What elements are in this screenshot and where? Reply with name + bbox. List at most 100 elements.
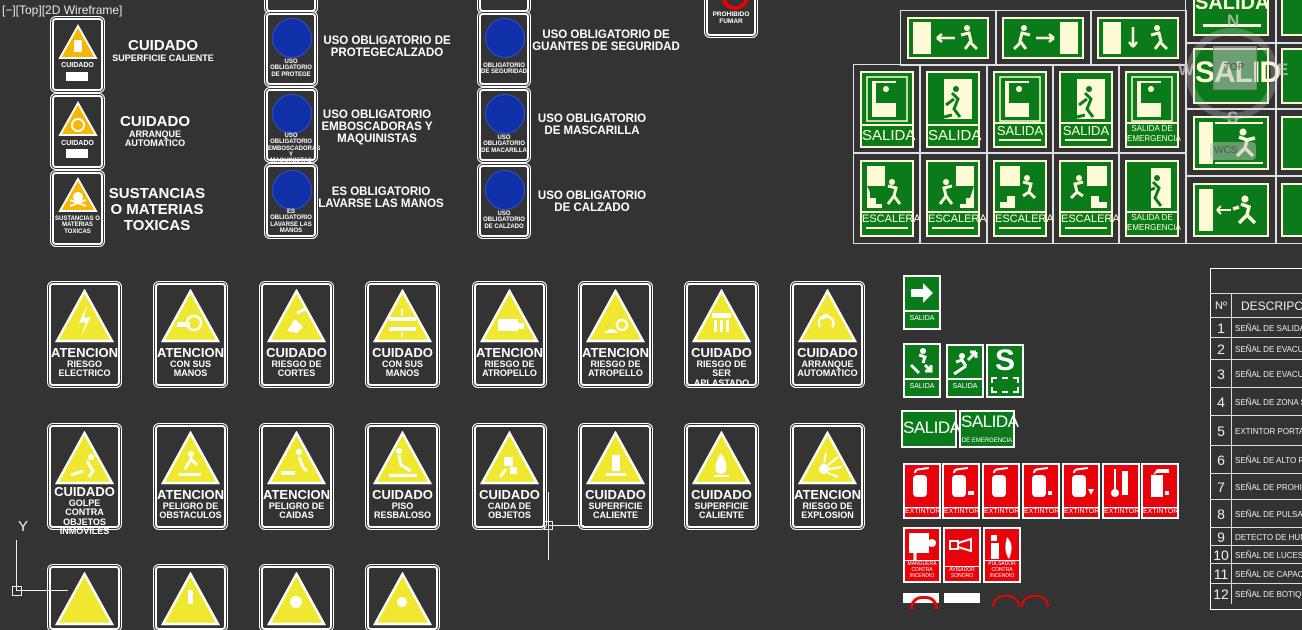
mandatory-sign-card[interactable] xyxy=(266,0,316,12)
viewcube-top-face[interactable] xyxy=(1213,46,1257,90)
exit-sign-door-arrow[interactable] xyxy=(1193,183,1269,237)
safe-zone-sign[interactable]: S xyxy=(986,344,1024,398)
mandatory-sign-card[interactable]: ES OBLIGATORIO LAVARSE LAS MANOS xyxy=(266,165,316,237)
viewcube-north[interactable]: N xyxy=(1227,11,1240,30)
exit-sign-salida[interactable]: SALIDA xyxy=(1059,71,1113,148)
viewcube-east[interactable]: E xyxy=(1277,60,1289,79)
extinguisher-sign[interactable]: EXTINTOR xyxy=(942,463,980,519)
exit-arrow-sign[interactable]: SALIDA xyxy=(903,275,941,330)
mandatory-sign-card[interactable]: USO OBLIGATORIO DE PROTEGE xyxy=(266,13,316,85)
warning-sign-card[interactable] xyxy=(261,566,332,630)
exit-sign-label: SALIDA xyxy=(996,123,1044,138)
viewcube-west[interactable]: W xyxy=(1178,60,1195,79)
exit-grid-cell xyxy=(853,64,921,154)
exit-sign-right[interactable] xyxy=(1002,17,1084,59)
horn-sign[interactable]: AVISADOR SONORO xyxy=(943,527,981,583)
wcs-menu-button[interactable]: WCS xyxy=(1210,142,1256,160)
extinguisher-sign[interactable]: EXTINTOR xyxy=(1062,463,1100,519)
exit-sign-salida-emergencia[interactable]: SALIDA DE EMERGENCIA xyxy=(1125,160,1181,237)
exit-sign-salida[interactable]: SALIDA xyxy=(926,71,981,148)
prohibition-sign-card[interactable]: PROHIBIDO FUMAR xyxy=(706,0,756,36)
exit-sign-partial[interactable] xyxy=(1281,116,1302,170)
exit-stairs-up-sign[interactable]: SALIDA xyxy=(946,344,984,398)
exit-sign-escalera[interactable]: ESCALERA xyxy=(860,160,921,237)
exit-sign-partial[interactable] xyxy=(1281,48,1302,104)
caution-sign-card[interactable]: CUIDADO xyxy=(52,18,103,91)
exit-sign-left[interactable] xyxy=(907,17,989,59)
mandatory-sign-card[interactable]: OBLIGATORIO DE SEGURIDAD xyxy=(479,13,529,85)
exit-sign-salida[interactable]: SALIDA xyxy=(993,71,1047,148)
warning-sign-card[interactable] xyxy=(367,566,438,630)
extinguisher-sign[interactable]: EXTINTOR xyxy=(1141,463,1179,519)
exit-sign-salida-emergencia[interactable]: SALIDA DE EMERGENCIA xyxy=(1125,71,1181,148)
extinguisher-sign[interactable]: EXTINTOR xyxy=(1022,463,1060,519)
mandatory-sign-card[interactable]: USO OBLIGATORIO EMBOSCADORAS Y MAQUINIST… xyxy=(266,89,320,164)
exit-sign-partial[interactable] xyxy=(1281,0,1302,36)
warning-sub: CAIDA DE OBJETOS xyxy=(487,500,532,521)
exit-sign-sublabel: DE EMERGENCIA xyxy=(961,438,1013,444)
mandatory-sign-card[interactable]: USO OBLIGATORIO DE CALZADO xyxy=(479,165,529,237)
salida-emergencia-plate[interactable]: SALIDA DE EMERGENCIA xyxy=(959,410,1019,448)
warning-sign-card[interactable] xyxy=(49,566,120,630)
extinguisher-sign[interactable]: EXTINTOR xyxy=(982,463,1020,519)
exit-sign-escalera[interactable]: ESCALERA xyxy=(993,160,1054,237)
viewport-controls-label[interactable]: [−][Top][2D Wireframe] xyxy=(2,3,123,17)
arrow-right-icon xyxy=(1065,139,1107,141)
fire-sign-label: PULSADOR CONTRA INCENDIO xyxy=(985,560,1019,579)
exit-stairs-down-sign[interactable]: SALIDA xyxy=(903,343,941,398)
salida-plate[interactable]: SALIDA xyxy=(901,410,961,448)
stairs-up-arrow-icon xyxy=(953,350,978,376)
exit-sign-salida[interactable]: SALIDA xyxy=(860,71,915,148)
viewcube-compass[interactable] xyxy=(1186,28,1278,120)
fire-hose-sign[interactable]: MANGUERA CONTRA INCENDIO xyxy=(903,527,941,583)
extinguisher-sign[interactable]: EXTINTOR xyxy=(1102,463,1140,519)
warning-sign-card[interactable] xyxy=(155,566,226,630)
mandatory-sign-card[interactable] xyxy=(479,0,529,12)
warning-head: ATENCION xyxy=(157,345,224,360)
exit-sign-door-arrow[interactable] xyxy=(1193,116,1269,170)
row-description: SEÑAL DE EVACUACI xyxy=(1235,344,1302,354)
mandatory-sign-card[interactable]: USO OBLIGATORIO DE MACARILLA xyxy=(479,89,529,161)
exit-grid-cell xyxy=(995,10,1092,66)
viewcube-south[interactable]: S xyxy=(1227,108,1239,127)
exit-sign-escalera[interactable]: ESCALERA xyxy=(926,160,987,237)
exit-sign-escalera[interactable]: ESCALERA xyxy=(1059,160,1120,237)
caution-sign-card[interactable]: SUSTANCIAS O MATERIAS TOXICAS xyxy=(52,172,103,245)
fire-alarm-button-sign[interactable]: PULSADOR CONTRA INCENDIO xyxy=(983,527,1021,583)
exit-sign-partial[interactable] xyxy=(1281,183,1302,237)
caution-sign-card[interactable]: CUIDADO xyxy=(52,95,103,168)
partial-sign[interactable] xyxy=(944,593,980,603)
exit-sign-down[interactable] xyxy=(1097,17,1179,59)
row-description: SEÑAL DE EVACUACI xyxy=(1235,369,1302,379)
fall-icon xyxy=(267,431,326,485)
extinguisher-sign[interactable]: EXTINTOR xyxy=(903,463,941,519)
